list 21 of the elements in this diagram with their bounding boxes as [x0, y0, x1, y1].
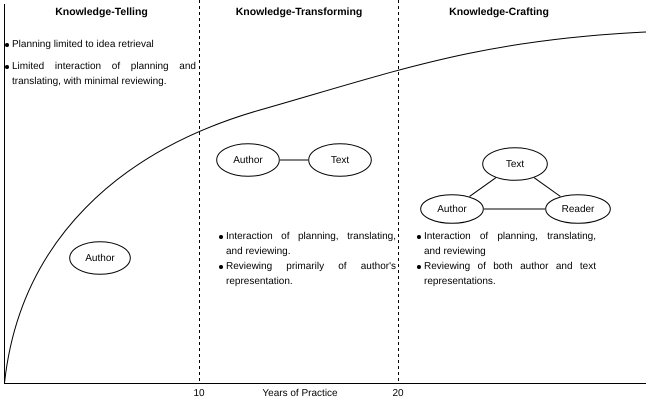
- node-label: Author: [233, 154, 263, 166]
- bullet-text: Interaction of planning, translating, and reviewing: [424, 230, 596, 258]
- bullet-text: Reviewing primarily of author's representation.: [226, 260, 396, 288]
- axis-label: Years of Practice: [261, 388, 339, 399]
- connector-line: [484, 208, 546, 210]
- bullet-text: Limited interaction of planning and translating, with minimal reviewing.: [12, 60, 196, 88]
- connector-line: [469, 177, 496, 197]
- column-heading: Knowledge-Crafting: [448, 6, 550, 18]
- node-label: Author: [85, 252, 115, 264]
- axis-label: 20: [391, 388, 405, 399]
- bullet-text: Reviewing of both author and text representations.: [424, 260, 596, 288]
- axis-label: 10: [192, 388, 206, 399]
- connector-line: [534, 177, 561, 197]
- node-label: Reader: [562, 204, 594, 214]
- node-label: Text: [330, 154, 350, 166]
- column-heading: Knowledge-Transforming: [234, 6, 364, 18]
- node-label: Author: [437, 204, 467, 214]
- bullet-text: Interaction of planning, translating, and reviewing.: [226, 230, 396, 258]
- bullet-text: Planning limited to idea retrieval: [12, 38, 155, 52]
- column-heading: Knowledge-Telling: [54, 6, 149, 18]
- node-label: Text: [506, 158, 524, 170]
